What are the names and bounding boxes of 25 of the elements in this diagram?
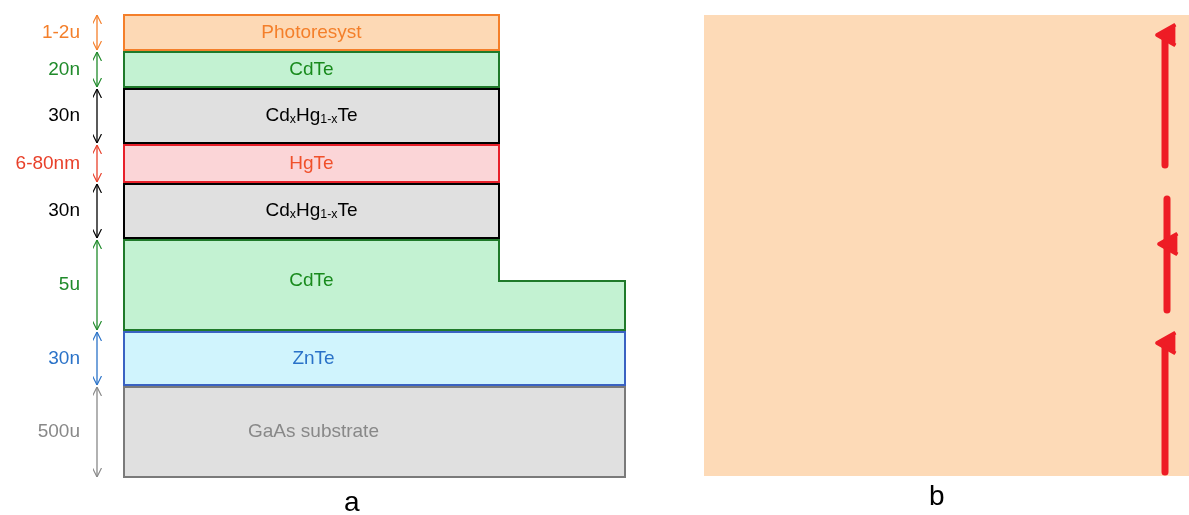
dimension-label: 500u <box>37 420 80 441</box>
layer-label: GaAs substrate <box>248 420 379 442</box>
layer-label: Cd$_{x}$Hg$_{1-x}$Te <box>265 104 358 126</box>
dimension-label: 30n <box>48 104 80 125</box>
dimension-label: 20n <box>48 57 80 79</box>
dimension-label: 1-2u <box>41 20 80 42</box>
layer-box <box>123 88 500 144</box>
layer-box <box>123 331 626 386</box>
panel-label: b <box>929 480 945 512</box>
layer-label: CdTe <box>289 269 334 291</box>
layer-box <box>123 386 626 478</box>
layer-label: Cd$_{x}$Hg$_{1-x}$Te <box>265 199 358 221</box>
layer-label: CdTe <box>289 57 334 80</box>
dimension-label: 30n <box>48 199 80 220</box>
layer-label: HgTe <box>289 151 334 174</box>
layer-box <box>123 14 500 51</box>
layer-label: Photoresyst <box>261 20 362 43</box>
layer-box <box>123 144 500 183</box>
layer-label: ZnTe <box>292 346 335 369</box>
dimension-label: 30n <box>48 346 80 368</box>
layer-box <box>123 183 500 239</box>
dimension-label: 5u <box>58 273 80 294</box>
layer-box <box>123 51 500 88</box>
panel-label: a <box>344 486 360 515</box>
dimension-label: 6-80nm <box>15 151 80 173</box>
